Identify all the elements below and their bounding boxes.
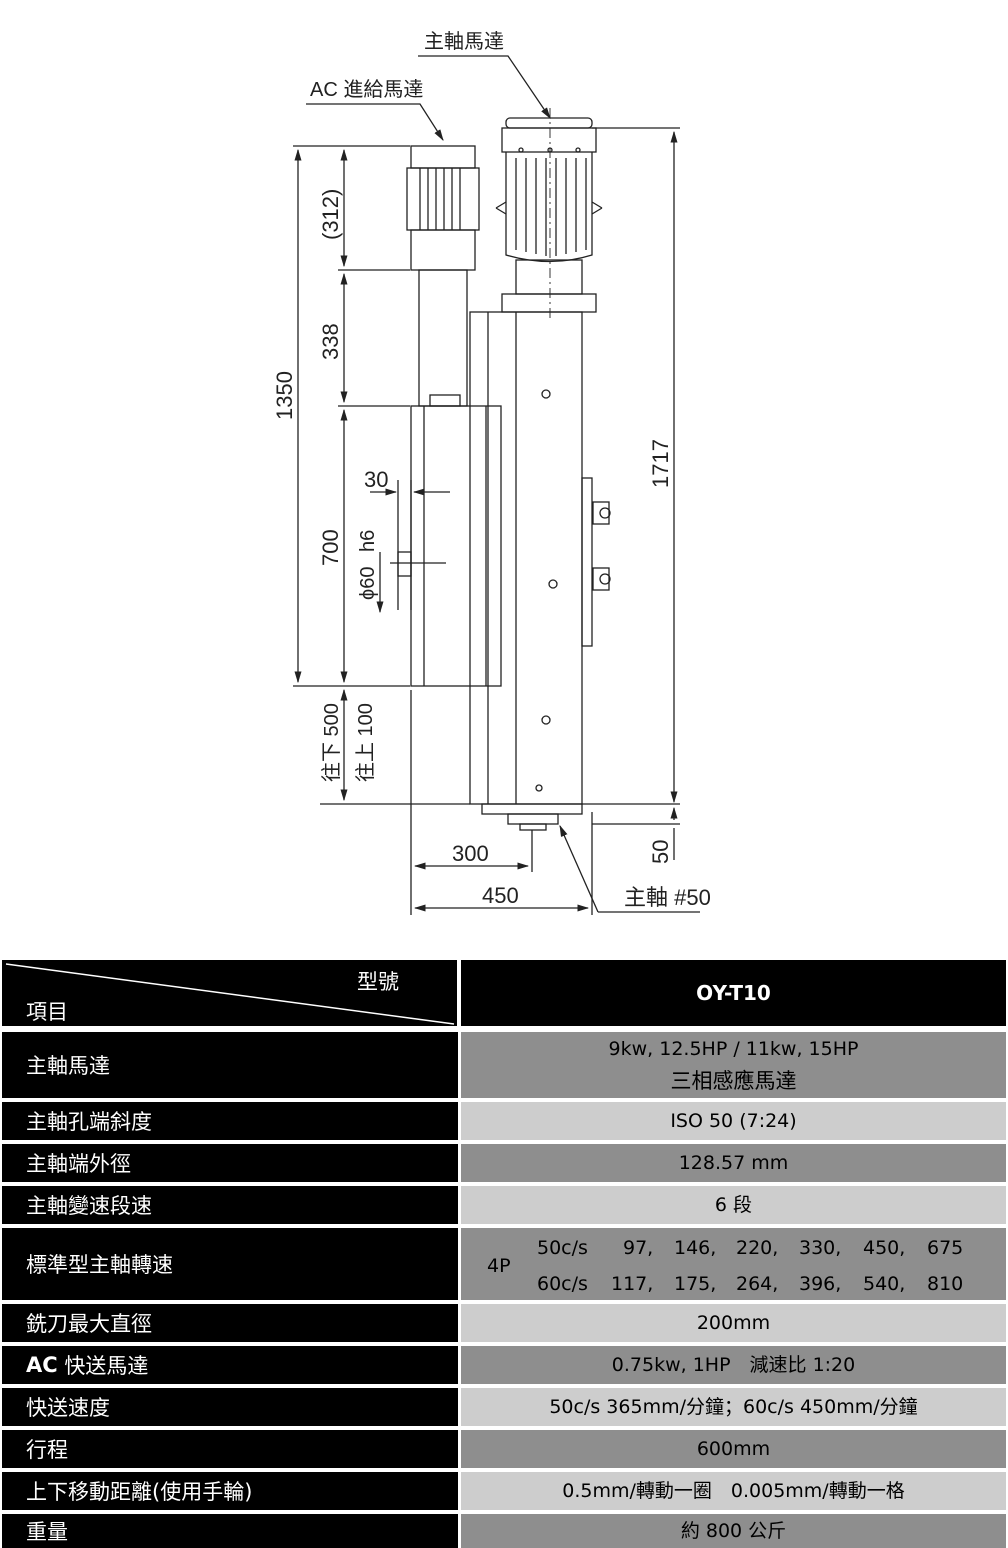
row-value: ISO 50 (7:24): [461, 1102, 1006, 1140]
technical-drawing: 主軸馬達 AC 進給馬達: [272, 30, 711, 915]
poles: 4P: [487, 1255, 511, 1277]
value-line: 0.75kw, 1HP 減速比 1:20: [611, 1354, 856, 1376]
row-label: 快送速度: [2, 1388, 458, 1426]
dim-1717: 1717: [648, 439, 673, 488]
value-line: 600mm: [696, 1438, 771, 1460]
speed-grid: 4P 50c/s 97, 146, 220, 330, 450, 675 60c…: [461, 1228, 1006, 1300]
row-value: 9kw, 12.5HP / 11kw, 15HP 三相感應馬達: [461, 1032, 1006, 1098]
row-label: 上下移動距離(使用手輪): [2, 1472, 458, 1510]
dim-450: 450: [482, 883, 519, 908]
row-label: 主軸端外徑: [2, 1144, 458, 1182]
row-label: 主軸馬達: [2, 1032, 458, 1098]
table-row: 主軸孔端斜度 ISO 50 (7:24): [2, 1102, 1006, 1140]
row-value: 約 800 公斤: [461, 1514, 1006, 1548]
value-line: 50c/s 365mm/分鐘；60c/s 450mm/分鐘: [549, 1396, 918, 1418]
dim-h6: h6: [357, 530, 379, 552]
row-label: 標準型主軸轉速: [2, 1228, 458, 1300]
label-bold-part: AC: [26, 1353, 58, 1377]
dim-1350: 1350: [272, 371, 297, 420]
column-housing: [410, 311, 611, 831]
header-model-label: 型號: [357, 970, 399, 994]
row-value: 50c/s 365mm/分鐘；60c/s 450mm/分鐘: [461, 1388, 1006, 1426]
speed-50-2: 146,: [674, 1237, 717, 1259]
speed-60-3: 264,: [736, 1273, 779, 1295]
dim-312: (312): [318, 189, 343, 240]
spindle-motor: [495, 108, 603, 320]
value-line: 約 800 公斤: [680, 1520, 787, 1542]
value-line: 三相感應馬達: [670, 1069, 797, 1093]
value-line: 128.57 mm: [678, 1152, 789, 1174]
row-value: 0.5mm/轉動一圈 0.005mm/轉動一格: [461, 1472, 1006, 1510]
dim-50: 50: [648, 840, 673, 864]
dim-700: 700: [318, 529, 343, 566]
ac-feed-motor-label: AC 進給馬達: [310, 78, 423, 101]
dim-travel-up: 往上 100: [354, 703, 377, 782]
speed-60-2: 175,: [674, 1273, 717, 1295]
value-line: ISO 50 (7:24): [670, 1110, 797, 1132]
table-row: 主軸端外徑 128.57 mm: [2, 1144, 1006, 1182]
speed-60-4: 396,: [799, 1273, 842, 1295]
table-row: 行程 600mm: [2, 1430, 1006, 1468]
speed-50-3: 220,: [736, 1237, 779, 1259]
row-label: 行程: [2, 1430, 458, 1468]
row-label: 主軸變速段速: [2, 1186, 458, 1224]
dim-338: 338: [318, 323, 343, 360]
spindle-motor-label: 主軸馬達: [424, 30, 504, 53]
label-rest: 快送馬達: [57, 1354, 149, 1378]
value-line: 200mm: [696, 1312, 771, 1334]
speed-50-1: 97,: [623, 1237, 654, 1259]
value-line: 0.5mm/轉動一圈 0.005mm/轉動一格: [562, 1480, 905, 1502]
table-row: 重量 約 800 公斤: [2, 1514, 1006, 1548]
table-row: 快送速度 50c/s 365mm/分鐘；60c/s 450mm/分鐘: [2, 1388, 1006, 1426]
header-model-value: OY-T10: [461, 960, 1006, 1026]
dim-travel-down: 往下 500: [320, 703, 343, 782]
dim-30: 30: [364, 467, 388, 492]
row-label: 重量: [2, 1514, 458, 1548]
row-value: 4P 50c/s 97, 146, 220, 330, 450, 675 60c…: [461, 1228, 1006, 1300]
freq-60: 60c/s: [537, 1273, 588, 1295]
row-label: 銑刀最大直徑: [2, 1304, 458, 1342]
row-value: 128.57 mm: [461, 1144, 1006, 1182]
header-item-label: 項目: [26, 1000, 68, 1024]
value-line: 6 段: [714, 1194, 753, 1216]
row-value: 200mm: [461, 1304, 1006, 1342]
value-line: 9kw, 12.5HP / 11kw, 15HP: [608, 1038, 859, 1060]
row-value: 0.75kw, 1HP 減速比 1:20: [461, 1346, 1006, 1384]
row-value: 600mm: [461, 1430, 1006, 1468]
spindle-taper-label: 主軸 #50: [624, 885, 711, 910]
row-label: AC 快送馬達: [2, 1346, 458, 1384]
row-value: 6 段: [461, 1186, 1006, 1224]
speed-60-5: 540,: [863, 1273, 906, 1295]
table-row: 主軸馬達 9kw, 12.5HP / 11kw, 15HP 三相感應馬達: [2, 1032, 1006, 1098]
speed-60-6: 810: [927, 1273, 964, 1295]
table-row: 銑刀最大直徑 200mm: [2, 1304, 1006, 1342]
table-row: 主軸變速段速 6 段: [2, 1186, 1006, 1224]
speed-60-1: 117,: [611, 1273, 654, 1295]
table-row: AC 快送馬達 0.75kw, 1HP 減速比 1:20: [2, 1346, 1006, 1384]
speed-50-4: 330,: [799, 1237, 842, 1259]
table-row: 標準型主軸轉速 4P 50c/s 97, 146, 220, 330, 450,…: [2, 1228, 1006, 1300]
speed-50-5: 450,: [863, 1237, 906, 1259]
dim-phi60: ϕ60: [357, 567, 379, 600]
ac-feed-motor: [406, 145, 480, 407]
dim-300: 300: [452, 841, 489, 866]
table-row: 上下移動距離(使用手輪) 0.5mm/轉動一圈 0.005mm/轉動一格: [2, 1472, 1006, 1510]
header-corner-cell: 型號 項目: [2, 960, 457, 1026]
freq-50: 50c/s: [537, 1237, 588, 1259]
speed-50-6: 675: [927, 1237, 964, 1259]
row-label: 主軸孔端斜度: [2, 1102, 458, 1140]
